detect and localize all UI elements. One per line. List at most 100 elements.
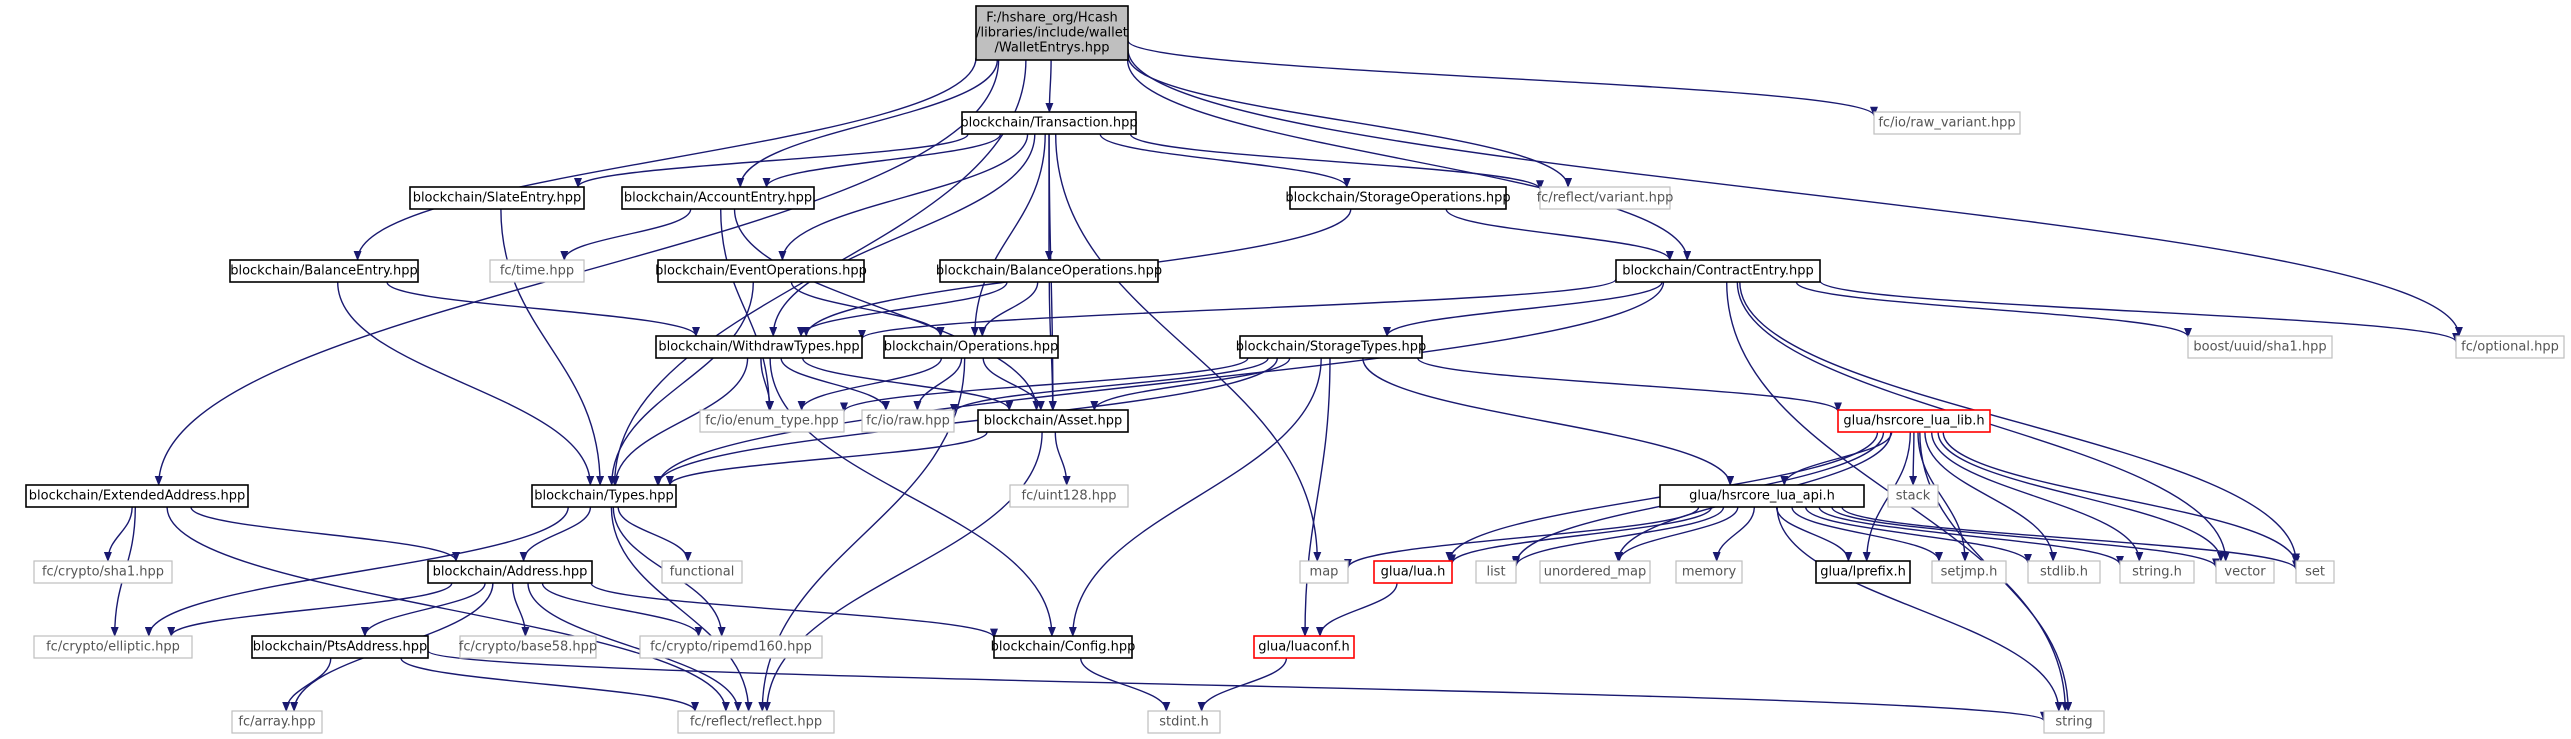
node-label: blockchain/PtsAddress.hpp: [253, 640, 427, 655]
node-raw-variant: fc/io/raw_variant.hpp: [1873, 111, 2021, 135]
node-label: blockchain/SlateEntry.hpp: [413, 191, 582, 206]
node-extended-address[interactable]: blockchain/ExtendedAddress.hpp: [25, 484, 249, 508]
node-box: [1147, 710, 1221, 734]
edge-account-entry-to-asset: [733, 208, 1041, 411]
nodes-layer: F:/hshare_org/Hcash/libraries/include/wa…: [25, 5, 2565, 734]
node-asset[interactable]: blockchain/Asset.hpp: [977, 409, 1129, 433]
node-address[interactable]: blockchain/Address.hpp: [427, 560, 593, 584]
edge-root-to-variant: [1127, 55, 1573, 188]
node-lprefix[interactable]: glua/lprefix.h: [1815, 560, 1911, 584]
edge-types-to-elliptic: [144, 506, 569, 637]
node-stdint: stdint.h: [1147, 710, 1221, 734]
node-box: [1253, 635, 1355, 659]
node-balance-entry[interactable]: blockchain/BalanceEntry.hpp: [229, 259, 419, 283]
edge-lua-lib-to-string-h: [1931, 431, 2144, 562]
node-contract-entry[interactable]: blockchain/ContractEntry.hpp: [1615, 259, 1821, 283]
edge-root-to-raw-variant: [1127, 40, 1878, 117]
node-box: [883, 335, 1059, 359]
node-box: [661, 560, 743, 584]
edge-transaction-to-withdraw-types: [769, 133, 1036, 337]
node-box: [977, 409, 1129, 433]
edge-storage-types-to-fc-raw: [950, 357, 1269, 414]
node-label: glua/lua.h: [1381, 565, 1446, 580]
node-lua-lib[interactable]: glua/hsrcore_lua_lib.h: [1837, 409, 1991, 433]
node-box: [2455, 335, 2565, 359]
node-box: [2043, 710, 2105, 734]
node-pts-address[interactable]: blockchain/PtsAddress.hpp: [251, 635, 429, 659]
edge-lua-api-to-vector: [1831, 506, 2220, 569]
node-label: unordered_map: [1544, 565, 1647, 580]
node-account-entry[interactable]: blockchain/AccountEntry.hpp: [621, 186, 815, 210]
node-box: [1539, 186, 1671, 210]
node-transaction[interactable]: blockchain/Transaction.hpp: [960, 111, 1138, 135]
node-storage-types[interactable]: blockchain/StorageTypes.hpp: [1236, 335, 1426, 359]
edge-types-to-reflect: [610, 506, 753, 712]
node-box: [961, 111, 1137, 135]
edge-balance-ops-to-withdraw-types: [797, 281, 1008, 337]
node-box: [861, 409, 955, 433]
node-box: [1615, 259, 1821, 283]
node-luaconf[interactable]: glua/luaconf.h: [1253, 635, 1355, 659]
edge-balance-entry-to-withdraw-types: [386, 281, 700, 337]
edge-balance-ops-to-operations: [978, 281, 1039, 337]
node-list: list: [1475, 560, 1517, 584]
edge-lua-api-to-unordered-map: [1615, 506, 1739, 562]
edge-lua-api-to-string-h: [1818, 506, 2124, 566]
node-label: fc/io/enum_type.hpp: [705, 414, 839, 429]
node-storage-ops[interactable]: blockchain/StorageOperations.hpp: [1285, 186, 1511, 210]
node-slate-entry[interactable]: blockchain/SlateEntry.hpp: [409, 186, 585, 210]
node-types[interactable]: blockchain/Types.hpp: [531, 484, 677, 508]
node-label: blockchain/StorageTypes.hpp: [1236, 340, 1426, 355]
node-label: setjmp.h: [1941, 565, 1998, 580]
node-label: functional: [670, 565, 735, 580]
node-box: [251, 635, 429, 659]
edge-root-to-account-entry: [736, 59, 998, 188]
node-lua-api[interactable]: glua/hsrcore_lua_api.h: [1659, 484, 1865, 508]
edge-event-ops-to-types: [607, 281, 754, 486]
node-box: [1009, 484, 1129, 508]
edge-lua-lib-to-stdlib: [1924, 431, 2058, 562]
node-box: [2119, 560, 2195, 584]
node-label: blockchain/Config.hpp: [991, 640, 1136, 655]
node-box: [699, 409, 845, 433]
edge-storage-types-to-lua-api: [1362, 357, 1735, 486]
node-label: blockchain/Types.hpp: [534, 489, 674, 504]
node-box: [621, 186, 815, 210]
node-event-ops[interactable]: blockchain/EventOperations.hpp: [655, 259, 867, 283]
edge-types-to-address: [519, 506, 592, 562]
node-config[interactable]: blockchain/Config.hpp: [991, 635, 1136, 659]
node-root[interactable]: F:/hshare_org/Hcash/libraries/include/wa…: [975, 5, 1129, 61]
node-operations[interactable]: blockchain/Operations.hpp: [883, 335, 1059, 359]
node-stdlib: stdlib.h: [2027, 560, 2101, 584]
node-label: string: [2055, 715, 2092, 730]
node-label: blockchain/EventOperations.hpp: [655, 264, 867, 279]
node-label: /WalletEntrys.hpp: [995, 41, 1110, 56]
edge-config-to-stdint: [1080, 657, 1171, 712]
node-fc-raw: fc/io/raw.hpp: [861, 409, 955, 433]
edge-storage-types-to-asset: [1090, 357, 1291, 411]
node-enum-type: fc/io/enum_type.hpp: [699, 409, 845, 433]
node-lua-h[interactable]: glua/lua.h: [1373, 560, 1453, 584]
edge-balance-entry-to-types: [337, 281, 595, 486]
edge-luaconf-to-stdint: [1197, 657, 1288, 712]
node-label: blockchain/StorageOperations.hpp: [1285, 191, 1510, 206]
node-box: [1815, 560, 1911, 584]
edge-types-to-functional: [617, 506, 692, 562]
node-box: [975, 5, 1129, 61]
node-withdraw-types[interactable]: blockchain/WithdrawTypes.hpp: [655, 335, 863, 359]
node-label: memory: [1682, 565, 1737, 580]
edge-withdraw-types-to-fc-raw: [780, 357, 890, 411]
node-label: blockchain/WithdrawTypes.hpp: [658, 340, 859, 355]
edge-asset-to-types: [666, 431, 988, 486]
edge-address-to-config: [590, 582, 998, 639]
node-box: [1887, 484, 1939, 508]
edge-operations-to-fc-raw: [913, 357, 963, 411]
edge-storage-types-to-enum-type: [840, 357, 1249, 413]
edge-withdraw-types-to-types: [611, 357, 749, 486]
node-label: fc/reflect/reflect.hpp: [690, 715, 822, 730]
node-label: blockchain/AccountEntry.hpp: [624, 191, 812, 206]
node-label: list: [1486, 565, 1505, 580]
node-box: [2295, 560, 2335, 584]
node-balance-ops[interactable]: blockchain/BalanceOperations.hpp: [936, 259, 1162, 283]
edge-lua-h-to-luaconf: [1316, 582, 1398, 637]
